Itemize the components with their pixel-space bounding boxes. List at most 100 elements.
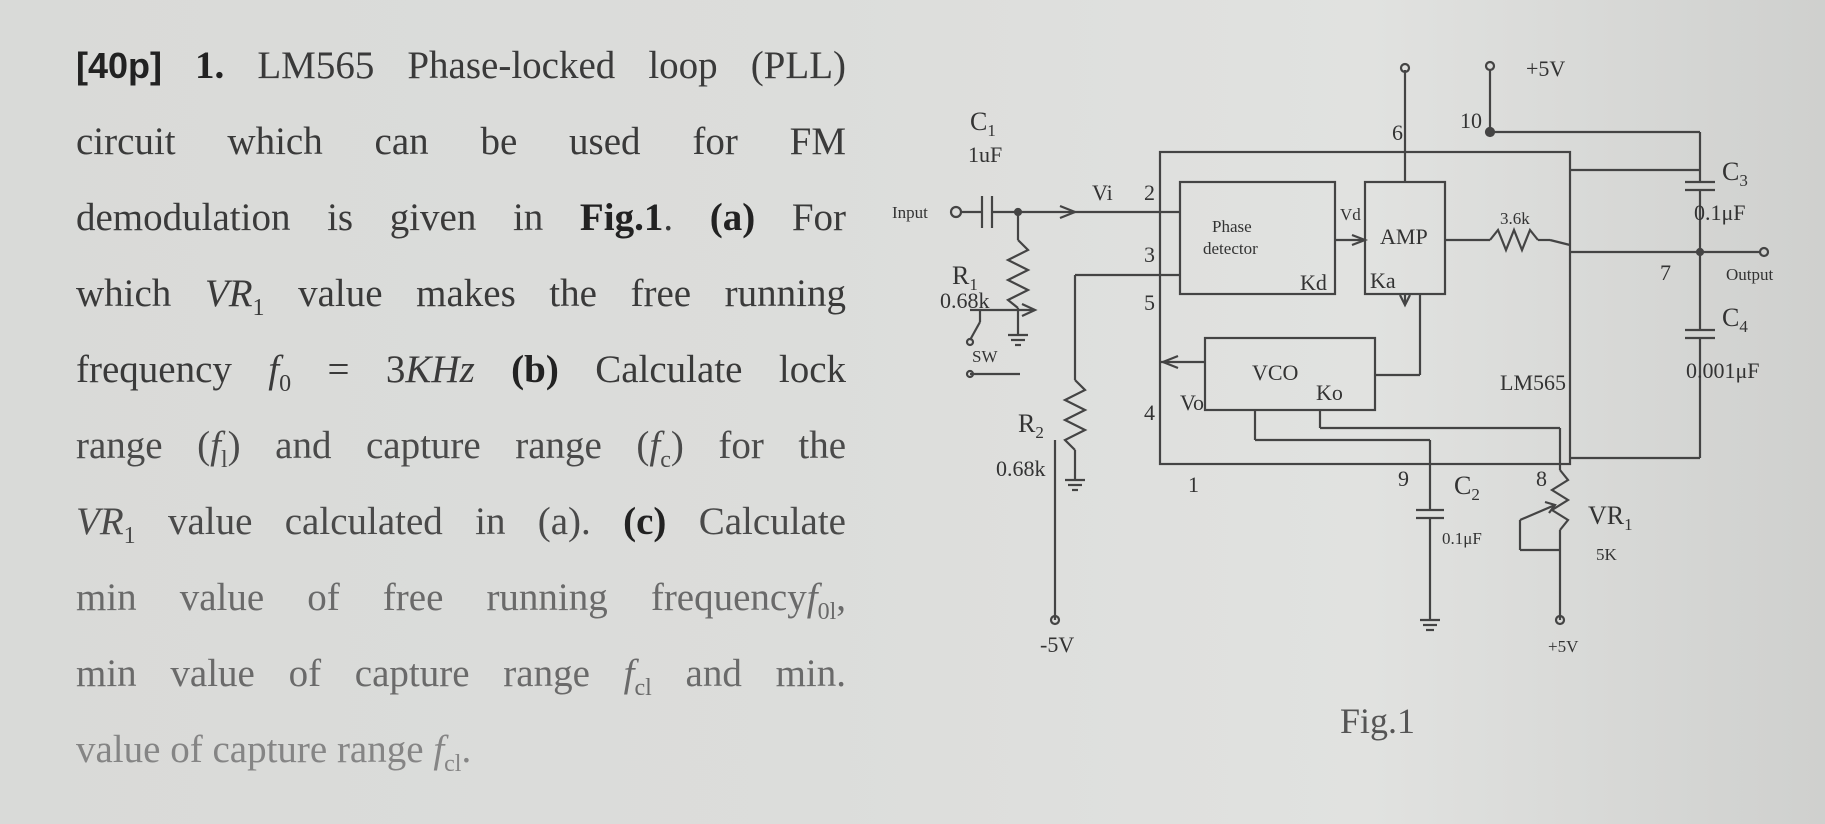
problem-line-4: which VR1 value makes the free running — [76, 256, 846, 332]
fcl-subscript-2: cl — [444, 750, 462, 777]
pin-4-label: 4 — [1144, 400, 1155, 425]
minus-5v-terminal — [1049, 614, 1061, 626]
fc-symbol: f — [649, 424, 661, 467]
output-terminal — [1758, 246, 1770, 258]
c4-value: 0.001μF — [1686, 358, 1760, 383]
problem-line-10: value of capture range fcl. — [76, 712, 846, 788]
r2-resistor — [1062, 379, 1088, 451]
line6-mid: ) and capture range ( — [227, 424, 650, 467]
phase-detector-label-1: Phase — [1212, 217, 1252, 236]
c2-value: 0.1μF — [1442, 529, 1482, 548]
pin-2-label: 2 — [1144, 180, 1155, 205]
switch-label: SW — [972, 347, 998, 366]
problem-line-8: min value of free running frequencyf0l, — [76, 560, 846, 636]
figure-caption: Fig.1 — [1340, 701, 1416, 741]
c1-label: C1 — [970, 107, 996, 140]
pin-9-label: 9 — [1398, 466, 1409, 491]
problem-line-9: min value of capture range fcl and min. — [76, 636, 846, 712]
line9-tail: and min. — [651, 652, 846, 695]
problem-line-5: frequency f0 = 3KHz (b) Calculate lock — [76, 332, 846, 408]
pin-3-label: 3 — [1144, 242, 1155, 267]
ka-label: Ka — [1370, 268, 1396, 293]
input-label: Input — [892, 203, 928, 222]
input-terminal — [949, 205, 963, 219]
line6-text: range ( — [76, 424, 211, 467]
line4-text: which — [76, 272, 205, 315]
vo-label: Vo — [1180, 390, 1204, 415]
r2-value: 0.68k — [996, 456, 1046, 481]
plus-5v-bottom-label: +5V — [1548, 637, 1579, 656]
r1-value: 0.68k — [940, 288, 990, 313]
line9-text: min value of capture range — [76, 652, 624, 695]
fl-symbol: f — [210, 424, 221, 467]
part-c-label: (c) — [623, 500, 667, 543]
line3-punct: . — [663, 196, 710, 239]
line7-tail: Calculate — [666, 500, 846, 543]
fc-subscript: c — [660, 446, 671, 473]
vi-label: Vi — [1092, 180, 1113, 205]
problem-title: LM565 Phase-locked loop (PLL) — [257, 44, 846, 87]
line10-text: value of capture range — [76, 728, 434, 771]
problem-line-1: [40p] 1. LM565 Phase-locked loop (PLL) — [76, 28, 846, 104]
c4-label: C4 — [1722, 303, 1748, 336]
fcl-symbol-2: f — [433, 728, 445, 771]
vr1-symbol-2: VR — [76, 500, 124, 543]
points-marker: [40p] — [76, 45, 163, 86]
f0l-subscript: 0l — [817, 598, 837, 625]
r1-resistor — [1005, 239, 1031, 309]
vr1-potentiometer — [1549, 469, 1571, 531]
output-label: Output — [1726, 265, 1774, 284]
lm565-label: LM565 — [1500, 370, 1566, 395]
fcl-symbol: f — [623, 652, 635, 695]
fcl-subscript: cl — [634, 674, 652, 701]
vr1-symbol: VR — [204, 272, 253, 315]
r-3-6k-label: 3.6k — [1500, 209, 1530, 228]
phase-detector-block — [1178, 180, 1337, 296]
vr1-subscript-2: 1 — [123, 522, 136, 549]
amp-label: AMP — [1380, 224, 1428, 249]
pin-8-label: 8 — [1536, 466, 1547, 491]
line2-text: circuit which can be used for FM — [76, 120, 846, 163]
pll-circuit-diagram: C1 1uF Input R1 0.68k R2 0.68k Vi 2 3 5 … — [892, 56, 1774, 657]
problem-line-7: VR1 value calculated in (a). (c) Calcula… — [76, 484, 846, 560]
vr1-subscript: 1 — [252, 294, 265, 321]
line6-tail: ) for the — [670, 424, 846, 467]
c2-label: C2 — [1454, 471, 1480, 504]
line4-tail: value makes the free running — [264, 272, 846, 315]
f0-subscript: 0 — [279, 370, 292, 397]
f0-equals: = 3 — [291, 348, 406, 391]
f0-symbol: f — [268, 348, 280, 391]
c3-value: 0.1μF — [1694, 200, 1746, 225]
line3-text: demodulation is given in — [76, 196, 580, 239]
pin-7-label: 7 — [1660, 260, 1671, 285]
phase-detector-label-2: detector — [1203, 239, 1258, 258]
pin-6-label: 6 — [1392, 120, 1403, 145]
line10-punct: . — [461, 728, 472, 771]
line5-text: frequency — [76, 348, 269, 391]
r2-label: R2 — [1018, 409, 1044, 442]
problem-number: 1. — [195, 44, 225, 87]
pin-1-label: 1 — [1188, 472, 1199, 497]
r-3-6k-resistor — [1489, 227, 1539, 253]
plus-5v-terminal — [1554, 614, 1566, 626]
problem-line-3: demodulation is given in Fig.1. (a) For — [76, 180, 846, 256]
vr1-value: 5K — [1596, 545, 1618, 564]
problem-line-6: range (fl) and capture range (fc) for th… — [76, 408, 846, 484]
fl-subscript: l — [220, 446, 228, 473]
r1-label: R1 — [952, 261, 978, 294]
c3-label: C3 — [1722, 157, 1748, 190]
plus-5v-top-label: +5V — [1526, 56, 1565, 81]
fig-reference: Fig.1 — [579, 196, 664, 239]
minus-5v-label: -5V — [1040, 632, 1074, 657]
line8-punct: , — [836, 576, 846, 619]
lm565-chip-outline — [1158, 150, 1572, 466]
part-a-label: (a) — [709, 196, 756, 239]
f0l-symbol: f — [806, 576, 818, 619]
pin-5-label: 5 — [1144, 290, 1155, 315]
line3-tail: For — [755, 196, 846, 239]
line8-text: min value of free running frequency — [76, 576, 807, 619]
pin-10-label: 10 — [1460, 108, 1482, 133]
part-b-label: (b) — [511, 348, 559, 391]
vd-label: Vd — [1340, 205, 1361, 224]
line7-text: value calculated in (a). — [135, 500, 624, 543]
